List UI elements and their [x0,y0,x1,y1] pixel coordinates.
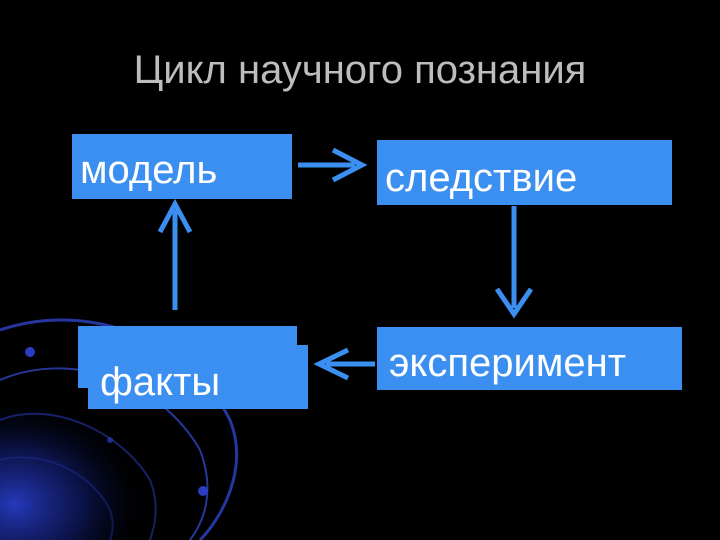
arrow-experiment-to-facts [313,347,375,381]
node-experiment: эксперимент [377,327,682,390]
node-consequence-label: следствие [385,156,578,200]
node-consequence: следствие [377,140,672,205]
arrow-consequence-to-experiment [494,206,534,319]
node-facts: факты [88,345,308,409]
node-facts-label: факты [100,360,221,404]
node-experiment-label: эксперимент [389,341,627,385]
node-model: модель [72,134,292,199]
arrow-model-to-consequence [298,147,368,183]
node-model-label: модель [80,148,218,192]
arrow-facts-to-model [157,198,193,310]
slide-title: Цикл научного познания [133,48,587,92]
